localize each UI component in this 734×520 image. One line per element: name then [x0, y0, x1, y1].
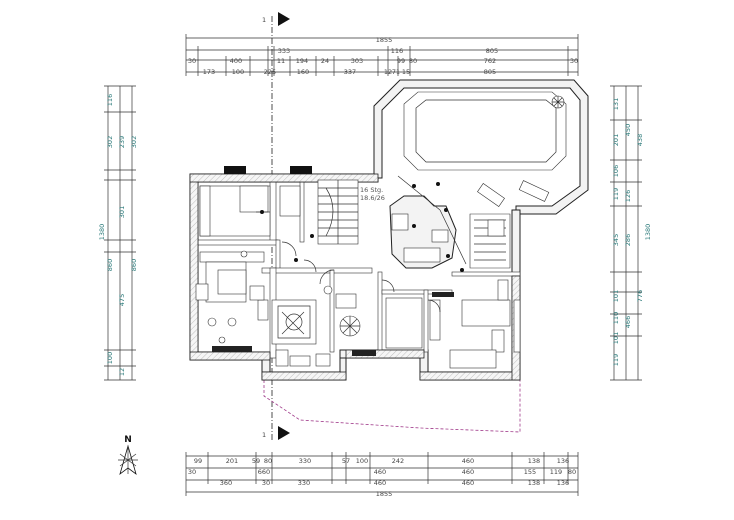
top-dim-label: 337 [344, 68, 356, 76]
right-dim-label: 101 [612, 290, 620, 302]
top-dim-label: 99 [397, 57, 405, 65]
top-dim-label: 24 [321, 57, 329, 65]
bottom-dim-label: 80 [264, 457, 272, 465]
right-dim-label: 101 [612, 332, 620, 344]
left-dim-label: 116 [106, 94, 114, 106]
left-dimension-chain: 116 302 239 301 475 100 12 860 860 302 1… [98, 85, 138, 381]
bottom-dimension-chain: 99 201 59 80 330 57 100 242 460 138 136 … [185, 452, 579, 498]
stair-label-ratio: 18.6/26 [360, 194, 385, 202]
top-dim-label: 400 [230, 57, 242, 65]
right-dim-label: 345 [612, 234, 620, 246]
section-marker-bottom [278, 426, 290, 440]
top-dim-label: 225 [264, 68, 276, 76]
top-dim-label: 12 [384, 68, 392, 76]
right-dim-label: 286 [624, 234, 632, 246]
left-dim-label: 302 [130, 136, 138, 148]
door-swings [281, 175, 467, 313]
bottom-dim-label: 242 [392, 457, 404, 465]
living-room-furniture [271, 285, 361, 367]
bottom-dim-label: 138 [528, 457, 540, 465]
right-dim-label: 776 [636, 290, 644, 302]
left-dim-label: 475 [118, 294, 126, 306]
staircase: 16 Stg. 18.6/26 [317, 179, 385, 245]
axis-label-bottom: 1 [262, 431, 266, 439]
bottom-dim-label: 59 [252, 457, 260, 465]
right-overall-dim: 1380 [644, 224, 652, 241]
right-dim-label: 106 [612, 165, 620, 177]
left-dim-label: 12 [118, 368, 126, 376]
top-dim-label: 805 [486, 47, 498, 55]
right-dim-label: 119 [612, 354, 620, 366]
top-dim-label: 71 [392, 68, 400, 76]
top-dimension-chain: 1855 333 116 805 30 400 11 194 24 303 99… [185, 34, 579, 76]
office-furniture [195, 250, 269, 344]
top-dim-label: 333 [278, 47, 290, 55]
left-dim-label: 239 [118, 136, 126, 148]
spa-area [389, 195, 511, 269]
top-overall-dim: 1855 [376, 36, 393, 44]
left-dim-label: 100 [106, 352, 114, 364]
left-dim-label: 302 [106, 136, 114, 148]
bottom-dim-label: 100 [356, 457, 368, 465]
top-dim-label: 30 [188, 57, 196, 65]
top-dim-label: 173 [203, 68, 215, 76]
section-marker-top [278, 12, 290, 26]
right-dim-label: 450 [624, 124, 632, 136]
top-dim-label: 30 [570, 57, 578, 65]
bottom-dim-label: 136 [557, 457, 569, 465]
pool-room [403, 91, 567, 207]
right-room-furniture [385, 279, 521, 369]
bottom-dim-label: 136 [557, 479, 569, 487]
axis-label-top: 1 [262, 16, 266, 24]
top-dim-label: 762 [484, 57, 496, 65]
bottom-dim-label: 30 [262, 479, 270, 487]
right-dim-label: 438 [636, 134, 644, 146]
bottom-dim-label: 155 [524, 468, 536, 476]
bottom-dim-label: 460 [462, 468, 474, 476]
bottom-dim-label: 30 [188, 468, 196, 476]
bottom-dim-label: 330 [299, 457, 311, 465]
bottom-dim-label: 660 [258, 468, 270, 476]
bottom-dim-label: 138 [528, 479, 540, 487]
right-dim-label: 201 [612, 134, 620, 146]
right-dim-label: 119 [612, 188, 620, 200]
left-dim-label: 860 [130, 259, 138, 271]
right-dim-label: 131 [612, 98, 620, 110]
top-dim-label: 80 [409, 57, 417, 65]
top-dim-label: 805 [484, 68, 496, 76]
left-dim-label: 301 [118, 206, 126, 218]
bottom-dim-label: 460 [374, 479, 386, 487]
right-dim-label: 466 [624, 316, 632, 328]
top-dim-label: 194 [296, 57, 308, 65]
north-label: N [124, 435, 132, 445]
top-dim-label: 116 [391, 47, 403, 55]
top-dim-label: 160 [297, 68, 309, 76]
right-dim-label: 126 [624, 190, 632, 202]
bottom-dim-label: 57 [342, 457, 350, 465]
bedroom-furniture [199, 185, 301, 237]
north-arrow: N [118, 435, 138, 476]
bottom-dim-label: 201 [226, 457, 238, 465]
bottom-dim-label: 460 [462, 457, 474, 465]
top-dim-label: 100 [232, 68, 244, 76]
bottom-dim-label: 460 [374, 468, 386, 476]
bottom-dim-label: 360 [220, 479, 232, 487]
top-dim-label: 303 [351, 57, 363, 65]
light-fixtures [260, 182, 464, 272]
bottom-overall-dim: 1855 [376, 490, 393, 498]
bottom-dim-label: 99 [194, 457, 202, 465]
bottom-dim-label: 460 [462, 479, 474, 487]
bottom-dim-label: 119 [550, 468, 562, 476]
right-dim-label: 110 [612, 312, 620, 324]
stair-label-steps: 16 Stg. [360, 186, 383, 194]
bottom-dim-label: 80 [568, 468, 576, 476]
left-overall-dim: 1380 [98, 224, 106, 241]
bottom-dim-label: 330 [298, 479, 310, 487]
top-dim-label: 11 [277, 57, 285, 65]
right-dimension-chain: 131 201 106 119 345 101 110 101 119 450 … [610, 85, 652, 381]
top-dim-label: 15 [402, 68, 410, 76]
left-dim-label: 860 [106, 259, 114, 271]
window-blocks [212, 166, 454, 356]
